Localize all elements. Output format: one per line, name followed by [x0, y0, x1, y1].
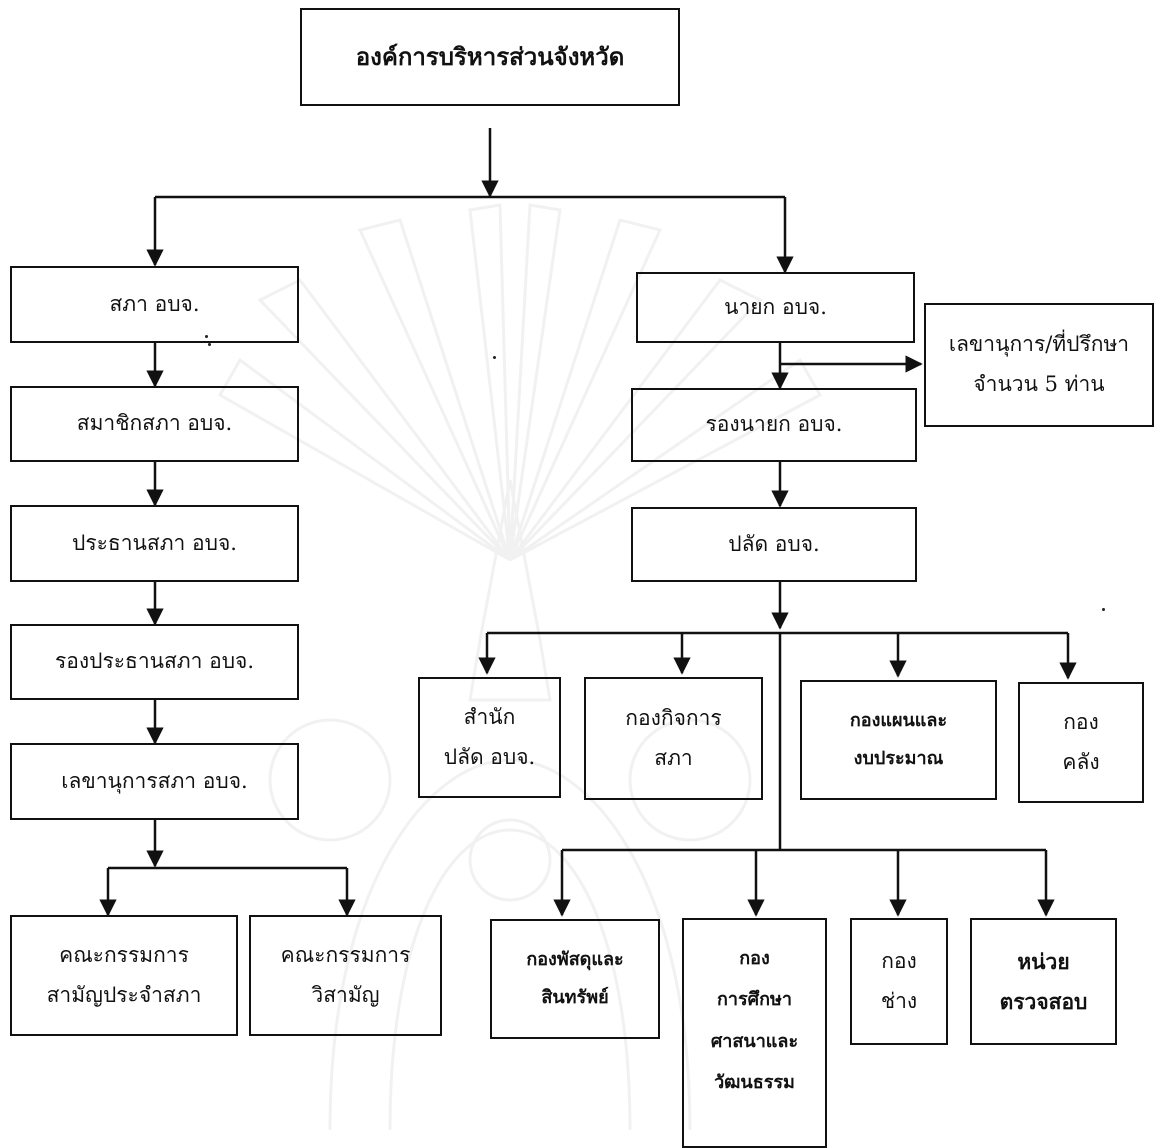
council-secretary-node: เลขานุการสภา อบจ. [10, 743, 299, 820]
council-chair-node: ประธานสภา อบจ. [10, 505, 299, 582]
ornament-center [468, 818, 552, 902]
standing-committee-line-2: สามัญประจำสภา [46, 982, 202, 1007]
dept-education-node: กอง การศึกษา ศาสนาและ วัฒนธรรม [682, 918, 827, 1148]
dept-treasury-line-2: คลัง [1062, 749, 1100, 774]
dept-clerk-office-line-1: สำนัก [463, 704, 516, 729]
root-node: องค์การบริหารส่วนจังหวัด [300, 8, 680, 106]
council-members-label: สมาชิกสภา อบจ. [76, 411, 233, 436]
dept-supplies-line-1: กองพัสดุและ [526, 949, 624, 971]
council-members-node: สมาชิกสภา อบจ. [10, 386, 299, 462]
dept-engineering-line-1: กอง [881, 948, 917, 973]
dept-clerk-office-line-2: ปลัด อบจ. [443, 744, 536, 769]
audit-unit-node: หน่วย ตรวจสอบ [970, 918, 1117, 1045]
council-label: สภา อบจ. [109, 291, 200, 316]
council-vice-chair-label: รองประธานสภา อบจ. [54, 649, 255, 674]
root-label: องค์การบริหารส่วนจังหวัด [355, 42, 625, 72]
dept-education-line-2: การศึกษา [717, 989, 792, 1011]
deputy-mayor-label: รองนายก อบจ. [705, 412, 843, 437]
standing-committee-node: คณะกรรมการ สามัญประจำสภา [10, 915, 238, 1036]
dept-council-affairs-line-2: สภา [654, 745, 693, 770]
council-chair-label: ประธานสภา อบจ. [72, 530, 237, 555]
adhoc-committee-node: คณะกรรมการ วิสามัญ [249, 915, 442, 1036]
clerk-label: ปลัด อบจ. [728, 531, 820, 556]
dept-treasury-node: กอง คลัง [1018, 682, 1144, 803]
audit-unit-line-1: หน่วย [1017, 948, 1070, 974]
stray-mark [205, 335, 208, 338]
audit-unit-line-2: ตรวจสอบ [999, 988, 1088, 1014]
dept-clerk-office-node: สำนัก ปลัด อบจ. [418, 677, 561, 798]
dept-plan-budget-node: กองแผนและ งบประมาณ [800, 680, 997, 800]
council-node: สภา อบจ. [10, 266, 299, 343]
advisors-line-2: จำนวน 5 ท่าน [973, 372, 1105, 396]
clerk-node: ปลัด อบจ. [631, 507, 917, 582]
dept-education-line-4: วัฒนธรรม [714, 1072, 795, 1094]
stray-mark [493, 356, 496, 359]
adhoc-committee-line-2: วิสามัญ [311, 982, 380, 1007]
dept-engineering-line-2: ช่าง [880, 988, 918, 1013]
dept-council-affairs-node: กองกิจการ สภา [584, 677, 763, 800]
mayor-label: นายก อบจ. [724, 294, 827, 319]
advisors-line-1: เลขานุการ/ที่ปรึกษา [948, 332, 1130, 357]
spire-outline [468, 479, 552, 702]
advisors-node: เลขานุการ/ที่ปรึกษา จำนวน 5 ท่าน [924, 303, 1154, 427]
council-secretary-label: เลขานุการสภา อบจ. [61, 768, 248, 793]
dept-council-affairs-line-1: กองกิจการ [625, 705, 722, 730]
stray-mark [1102, 608, 1105, 611]
dept-supplies-line-2: สินทรัพย์ [541, 987, 609, 1008]
dept-treasury-line-1: กอง [1063, 709, 1099, 734]
dept-plan-budget-line-2: งบประมาณ [853, 748, 944, 769]
mayor-node: นายก อบจ. [636, 272, 915, 343]
deputy-mayor-node: รองนายก อบจ. [631, 388, 917, 462]
adhoc-committee-line-1: คณะกรรมการ [280, 942, 411, 967]
dept-engineering-node: กอง ช่าง [850, 918, 948, 1045]
dept-supplies-node: กองพัสดุและ สินทรัพย์ [490, 919, 660, 1039]
council-vice-chair-node: รองประธานสภา อบจ. [10, 624, 299, 700]
dept-plan-budget-line-1: กองแผนและ [849, 710, 948, 732]
stray-mark [208, 343, 211, 346]
dept-education-line-1: กอง [739, 948, 770, 969]
dept-education-line-3: ศาสนาและ [710, 1030, 799, 1052]
standing-committee-line-1: คณะกรรมการ [59, 942, 189, 967]
